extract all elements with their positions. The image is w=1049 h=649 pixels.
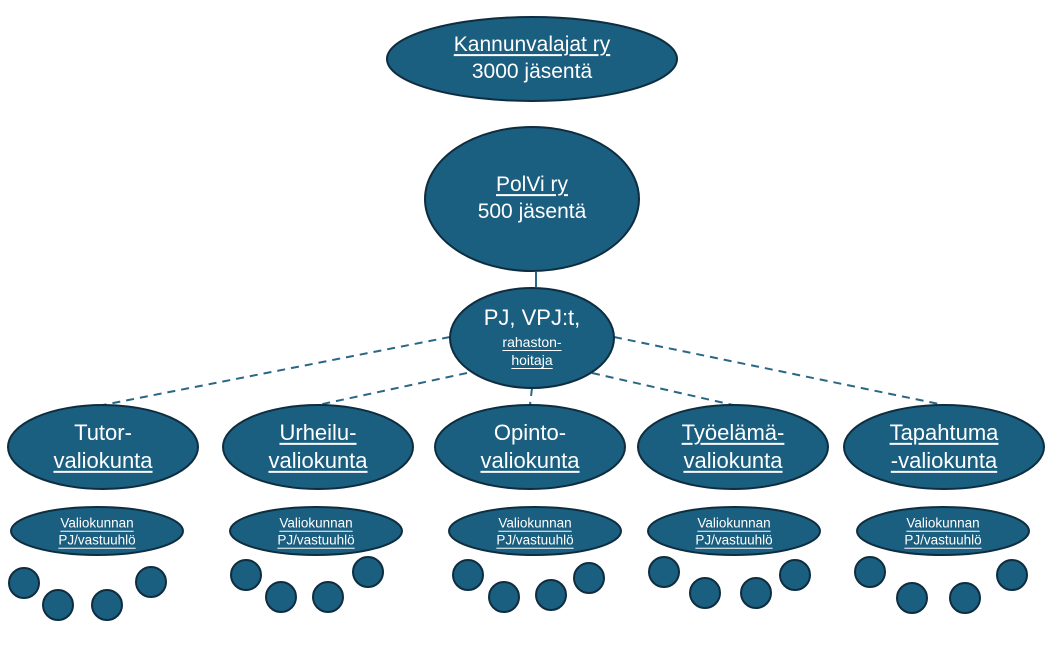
lead-line1: Valiokunnan	[279, 515, 353, 531]
committee-node-tutor[interactable]	[7, 404, 199, 490]
lead-label-tutor: Valiokunnan PJ/vastuuhlö	[58, 515, 135, 550]
root-node-kannunvalajat[interactable]	[386, 16, 678, 102]
committee-node-tapahtuma[interactable]	[843, 404, 1045, 490]
committee-name-line2: valiokunta	[480, 448, 580, 473]
committee-name-line2: valiokunta	[268, 448, 368, 473]
lead-node-tapahtuma[interactable]	[856, 506, 1030, 556]
lead-label-urheilu: Valiokunnan PJ/vastuuhlö	[277, 515, 354, 550]
member-circle[interactable]	[352, 556, 384, 588]
lead-label-opinto: Valiokunnan PJ/vastuuhlö	[496, 515, 573, 550]
board-title: PJ, VPJ:t,	[483, 305, 581, 331]
lead-line1: Valiokunnan	[697, 515, 771, 531]
member-circle[interactable]	[452, 559, 484, 591]
lead-label-tyoelama: Valiokunnan PJ/vastuuhlö	[695, 515, 772, 550]
member-circle[interactable]	[42, 589, 74, 621]
committee-node-urheilu[interactable]	[222, 404, 414, 490]
connector-board-tutor	[102, 336, 451, 406]
committee-name-line1: Urheilu-	[279, 419, 357, 445]
org-members: 500 jäsentä	[477, 200, 587, 223]
committee-node-tyoelama[interactable]	[637, 404, 829, 490]
committee-label-tapahtuma: Tapahtuma -valiokunta	[890, 419, 999, 475]
root-name: Kannunvalajat ry	[453, 33, 611, 57]
lead-node-opinto[interactable]	[448, 506, 622, 556]
lead-line2: PJ/vastuuhlö	[277, 533, 355, 548]
committee-name-line2: valiokunta	[53, 448, 153, 473]
committee-node-opinto[interactable]	[434, 404, 626, 490]
member-circle[interactable]	[779, 559, 811, 591]
member-circle[interactable]	[689, 577, 721, 609]
org-name: PolVi ry	[496, 173, 568, 197]
member-circle[interactable]	[896, 582, 928, 614]
member-circle[interactable]	[230, 559, 262, 591]
board-role-1: rahaston-	[502, 334, 562, 351]
lead-line2: PJ/vastuuhlö	[496, 533, 574, 548]
members-urheilu	[230, 556, 384, 613]
lead-node-urheilu[interactable]	[229, 506, 403, 556]
members-opinto	[452, 559, 605, 613]
board-label: PJ, VPJ:t, rahaston- hoitaja	[484, 304, 581, 370]
committee-name-line1: Opinto-	[493, 419, 567, 445]
member-circle[interactable]	[648, 556, 680, 588]
committee-label-urheilu: Urheilu- valiokunta	[268, 419, 367, 475]
member-circle[interactable]	[488, 581, 520, 613]
member-circle[interactable]	[312, 581, 344, 613]
committee-name-line2: -valiokunta	[890, 448, 998, 473]
lead-node-tutor[interactable]	[10, 506, 184, 556]
member-circle[interactable]	[135, 566, 167, 598]
lead-line1: Valiokunnan	[498, 515, 572, 531]
members-tutor	[8, 566, 167, 621]
board-node[interactable]	[449, 287, 615, 389]
lead-line2: PJ/vastuuhlö	[904, 533, 982, 548]
member-circle[interactable]	[573, 562, 605, 594]
org-label: PolVi ry 500 jäsentä	[478, 172, 587, 226]
root-members-text: 3000 jäsentä	[471, 60, 593, 83]
connector-board-tapahtuma	[613, 336, 945, 406]
member-circle[interactable]	[949, 582, 981, 614]
member-circle[interactable]	[265, 581, 297, 613]
committee-name-line2: valiokunta	[683, 448, 783, 473]
member-circle[interactable]	[535, 579, 567, 611]
member-circle[interactable]	[8, 567, 40, 599]
lead-line2: PJ/vastuuhlö	[58, 533, 136, 548]
lead-line1: Valiokunnan	[906, 515, 980, 531]
members-tapahtuma	[854, 556, 1028, 614]
connector-board-urheilu	[317, 372, 468, 406]
member-circle[interactable]	[91, 589, 123, 621]
root-members: 3000 jäsentä	[454, 59, 610, 86]
committee-label-opinto: Opinto- valiokunta	[480, 419, 579, 475]
member-circle[interactable]	[996, 559, 1028, 591]
members-tyoelama	[648, 556, 811, 609]
root-label: Kannunvalajat ry 3000 jäsentä	[454, 32, 610, 86]
member-circle[interactable]	[854, 556, 886, 588]
committee-name-line1: Tutor-	[74, 419, 132, 445]
connector-board-opinto	[529, 387, 533, 406]
lead-label-tapahtuma: Valiokunnan PJ/vastuuhlö	[904, 515, 981, 550]
committee-name-line1: Tapahtuma	[889, 419, 999, 445]
org-node-polvi[interactable]	[424, 126, 640, 272]
committee-label-tyoelama: Työelämä- valiokunta	[682, 419, 785, 475]
connector-board-tyoelama	[591, 372, 734, 406]
lead-line1: Valiokunnan	[60, 515, 134, 531]
lead-line2: PJ/vastuuhlö	[695, 533, 773, 548]
committee-name-line1: Työelämä-	[681, 419, 785, 445]
board-role-2: hoitaja	[511, 352, 553, 369]
member-circle[interactable]	[740, 577, 772, 609]
committee-label-tutor: Tutor- valiokunta	[53, 419, 152, 475]
lead-node-tyoelama[interactable]	[647, 506, 821, 556]
